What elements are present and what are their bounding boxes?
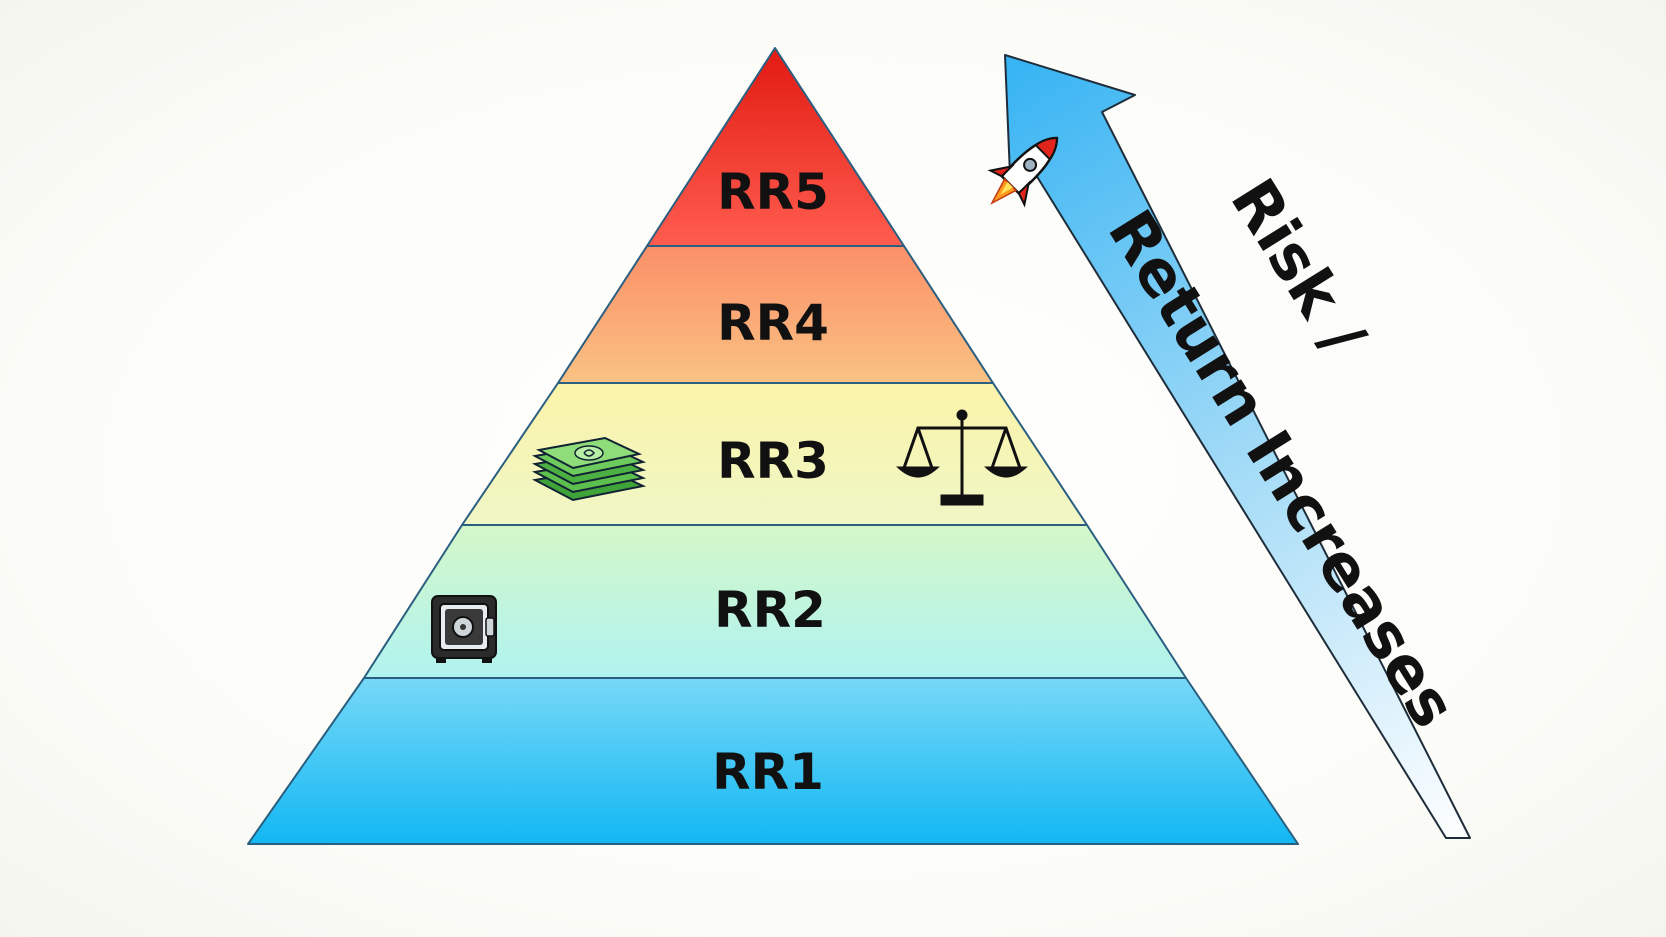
tier-label-rr5: RR5: [717, 163, 829, 221]
tier-label-rr1: RR1: [712, 743, 824, 801]
pyramid: [247, 47, 1299, 845]
tier-label-rr4: RR4: [717, 294, 829, 352]
rocket-icon: [987, 136, 1059, 208]
cash-stack-icon: [531, 436, 647, 502]
tier-label-rr2: RR2: [714, 581, 826, 639]
safe-icon: [431, 595, 497, 663]
balance-scale-icon: [896, 409, 1028, 506]
tier-rr1: [247, 677, 1299, 845]
tier-label-rr3: RR3: [717, 432, 829, 490]
